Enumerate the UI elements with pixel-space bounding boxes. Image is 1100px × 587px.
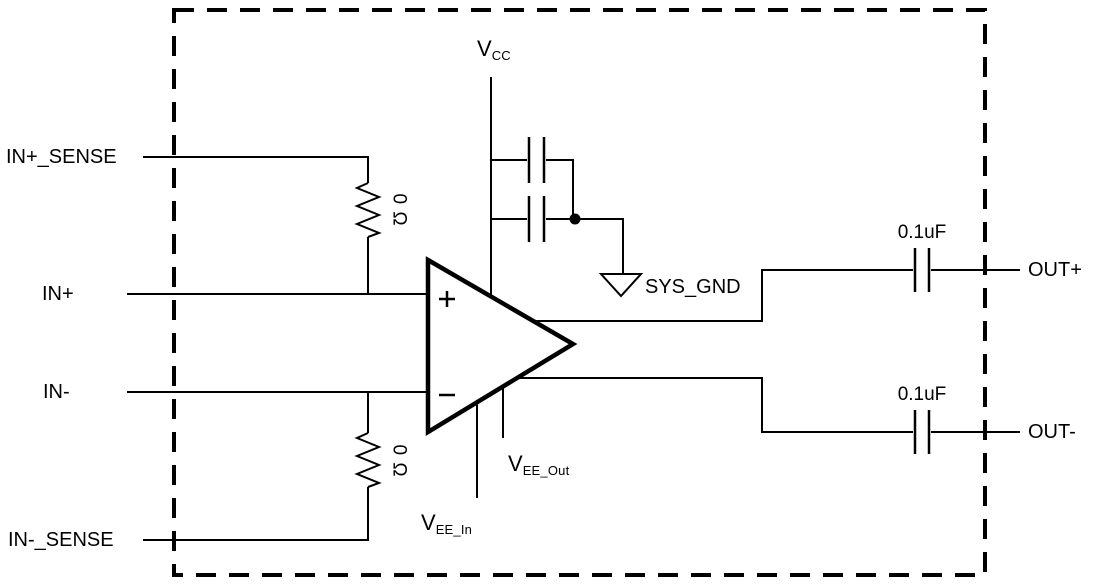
capacitor-out-minus-symbol xyxy=(913,410,931,454)
junction-dot xyxy=(569,213,581,225)
pin-label-in-minus-sense: IN-_SENSE xyxy=(8,529,114,551)
sys-gnd-label: SYS_GND xyxy=(645,276,741,298)
vee-out-label: VEE_Out xyxy=(508,452,569,478)
opamp-input-signs xyxy=(439,291,455,397)
boundary-dashed-box xyxy=(172,8,987,577)
wires xyxy=(127,77,1020,541)
pin-label-in-plus: IN+ xyxy=(42,283,74,305)
vcc-label-main: V xyxy=(477,36,492,61)
cap-out-minus-value-label: 0.1uF xyxy=(897,384,947,405)
vcc-label-sub: CC xyxy=(491,47,511,63)
vee-in-label-sub: EE_In xyxy=(435,521,473,537)
resistor-top-value-label: 0 Ω xyxy=(386,186,412,234)
wire-in-plus-sense xyxy=(143,156,369,183)
resistor-top-value-text: 0 Ω xyxy=(389,193,410,227)
vee-out-label-sub: EE_Out xyxy=(522,462,570,478)
vee-in-label: VEE_In xyxy=(421,511,472,537)
capacitor-out-plus-symbol xyxy=(913,248,931,292)
resistor-bottom-symbol xyxy=(354,432,382,488)
resistor-bottom-value-text: 0 Ω xyxy=(389,444,410,478)
pin-label-in-minus: IN- xyxy=(43,381,70,403)
capacitor-bypass-top-symbol xyxy=(527,137,546,183)
resistor-bottom-value-label: 0 Ω xyxy=(386,437,412,485)
pin-label-out-minus: OUT- xyxy=(1028,421,1076,443)
vee-out-label-main: V xyxy=(508,451,523,476)
opamp-symbol xyxy=(425,256,578,436)
pin-label-out-plus: OUT+ xyxy=(1028,259,1082,281)
vee-in-label-main: V xyxy=(421,510,436,535)
wire-out-minus-left xyxy=(517,377,913,433)
resistor-top-symbol xyxy=(354,182,382,238)
sys-gnd-icon xyxy=(598,273,644,298)
wire-bypass-top-right xyxy=(546,159,574,219)
wire-in-minus-sense xyxy=(143,487,369,541)
capacitor-bypass-bottom-symbol xyxy=(527,196,546,242)
pin-label-in-plus-sense: IN+_SENSE xyxy=(6,146,117,168)
cap-out-plus-value-label: 0.1uF xyxy=(897,222,947,243)
wire-to-sys-gnd xyxy=(546,218,624,273)
wire-out-plus-left xyxy=(533,269,913,322)
vcc-label: VCC xyxy=(477,37,511,63)
capacitors xyxy=(527,137,931,454)
opamp-plus-sign xyxy=(439,291,455,307)
